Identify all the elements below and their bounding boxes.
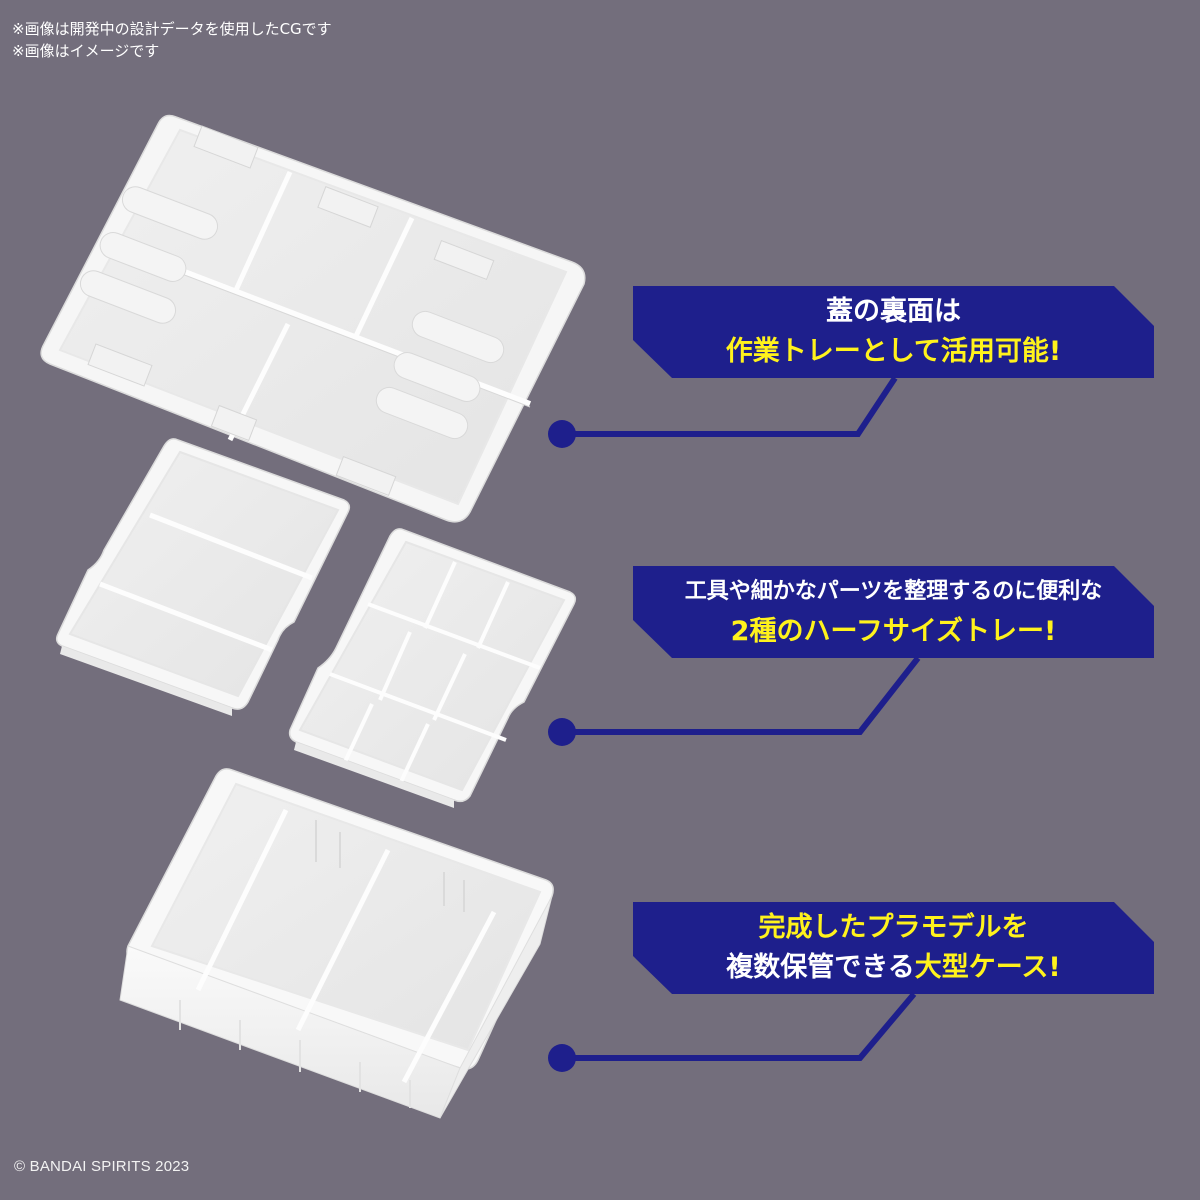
disclaimer-cg: ※画像は開発中の設計データを使用したCGです — [12, 20, 332, 38]
half-tray-8-compartment — [288, 528, 577, 808]
callout-lid-tray: 蓋の裏面は 作業トレーとして活用可能! — [633, 286, 1154, 378]
callout-shapes — [548, 286, 1154, 1072]
large-case — [119, 768, 554, 1119]
callout-1-line1: 蓋の裏面は — [826, 296, 961, 327]
disclaimer-notes: ※画像は開発中の設計データを使用したCGです ※画像はイメージです — [12, 18, 332, 62]
callout-large-case: 完成したプラモデルを 複数保管できる大型ケース! — [633, 902, 1154, 994]
callout-half-trays: 工具や細かなパーツを整理するのに便利な 2種のハーフサイズトレー! — [633, 566, 1154, 658]
callout-2-line1: 工具や細かなパーツを整理するのに便利な — [684, 579, 1103, 604]
callout-1-dot — [548, 420, 576, 448]
callout-2-dot — [548, 718, 576, 746]
half-tray-3-compartment — [55, 438, 351, 716]
copyright-notice: © BANDAI SPIRITS 2023 — [14, 1158, 190, 1175]
callout-3-dot — [548, 1044, 576, 1072]
lid-tray — [40, 114, 586, 523]
callout-1-line2: 作業トレーとして活用可能! — [725, 336, 1062, 367]
callout-3-line2: 複数保管できる大型ケース! — [726, 952, 1061, 983]
disclaimer-image: ※画像はイメージです — [12, 42, 160, 60]
callout-2-line2: 2種のハーフサイズトレー! — [730, 616, 1057, 647]
callout-3-line1: 完成したプラモデルを — [758, 912, 1029, 943]
